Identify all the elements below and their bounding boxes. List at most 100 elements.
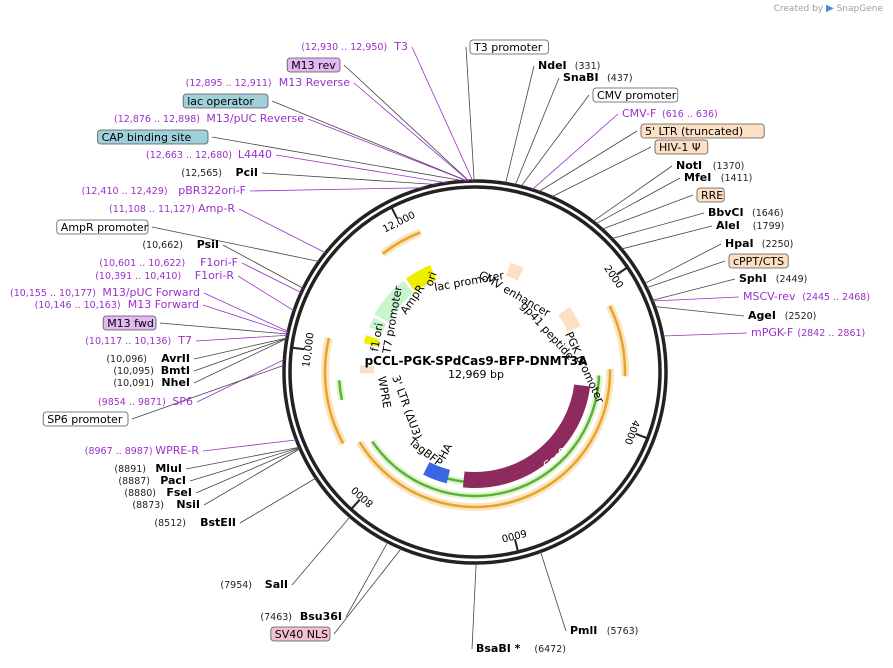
- mfei-range: (1411): [721, 173, 753, 184]
- annotation-m13fwd: M13 fwd: [102, 315, 157, 331]
- leader-bsu36i: [345, 541, 389, 618]
- alei-name: AleI: [716, 219, 740, 232]
- leader-mfei: [595, 177, 681, 225]
- annotation-t3: T3(12,930 .. 12,950): [301, 40, 408, 53]
- leader-f1orir: [237, 275, 295, 312]
- annotation-alei: AleI(1799): [716, 219, 784, 232]
- leader-sv40: [333, 548, 402, 635]
- annotation-t7: T7(10,117 .. 10,136): [85, 334, 192, 347]
- t3-name: T3: [393, 40, 408, 53]
- msvc-name: MSCV-rev: [743, 290, 796, 303]
- leader-sali: [291, 516, 351, 586]
- wprer-range: (8967 .. 8987): [85, 446, 153, 457]
- leader-t3: [411, 46, 474, 182]
- annotation-fsei: FseI (8880): [124, 486, 192, 499]
- cmv-arc: [479, 257, 508, 276]
- pcii-name: PciI: [236, 166, 258, 179]
- lacop-label: lac operator: [187, 95, 254, 108]
- track-orange-2: [358, 369, 612, 509]
- t7-range: (10,117 .. 10,136): [85, 336, 171, 347]
- fsei-range: (8880): [124, 488, 156, 499]
- leader-noti: [592, 165, 673, 222]
- leader-fsei: [195, 447, 301, 494]
- ndei-name: NdeI: [538, 59, 567, 72]
- ruler-label-10000: 10,000: [301, 332, 317, 368]
- mlui-range: (8891): [114, 464, 146, 475]
- leader-sphi: [651, 278, 736, 301]
- annotation-sp6prom: SP6 promoter: [42, 411, 129, 427]
- f1orif-name: F1ori-F: [200, 256, 238, 269]
- leader-paci: [189, 447, 300, 482]
- annotation-lacop: lac operator: [182, 93, 269, 109]
- l4440-range: (12,663 .. 12,680): [146, 150, 232, 161]
- annotation-m13rev: M13 rev: [286, 57, 341, 73]
- annotation-avrii: AvrII(10,096): [106, 352, 190, 365]
- f1orir-name: F1ori-R: [195, 269, 235, 282]
- annotation-bbvci: BbvCI(1646): [708, 206, 784, 219]
- noti-range: (1370): [713, 161, 745, 172]
- leader-t7: [195, 334, 288, 342]
- leader-m13pucf: [203, 292, 289, 333]
- leader-l4440: [275, 154, 448, 184]
- leader-sp6prom: [131, 364, 285, 420]
- sv40-tag-box: [270, 626, 331, 642]
- annotation-ndei: NdeI(331): [538, 59, 600, 72]
- cmvprom-label: CMV promoter: [597, 89, 677, 102]
- wpre-arc: [362, 392, 385, 422]
- annotation-hiv: HIV-1 Ψ: [654, 139, 709, 155]
- snabi-range: (437): [607, 73, 633, 84]
- annotation-cap: CAP binding site: [97, 129, 209, 145]
- annotation-wprer: WPRE-R(8967 .. 8987): [85, 444, 200, 457]
- annotation-pcii: PciI (12,565): [181, 166, 258, 179]
- nhei-range: (10,091): [113, 378, 154, 389]
- annotation-mpgk: mPGK-F(2842 .. 2861): [751, 326, 865, 339]
- mpgk-name: mPGK-F: [751, 326, 793, 339]
- amprprom-tag-box: [56, 219, 149, 235]
- leader-nhei: [193, 338, 288, 384]
- m13fwd-label: M13 fwd: [107, 317, 154, 330]
- ori-arc: [405, 265, 437, 292]
- leader-m13reverse: [353, 82, 470, 182]
- wprer-name: WPRE-R: [155, 444, 199, 457]
- t3prom-tag-box: [469, 39, 549, 55]
- annotation-noti: NotI (1370): [676, 159, 744, 172]
- fsei-name: FseI: [166, 486, 192, 499]
- leader-t3prom: [465, 46, 475, 182]
- hpai-name: HpaI: [725, 237, 754, 250]
- msvc-range: (2445 .. 2468): [802, 292, 870, 303]
- mfei-name: MfeI: [684, 171, 711, 184]
- pbr-name: pBR322ori-F: [178, 184, 246, 197]
- hiv-tag-box: [654, 139, 709, 155]
- annotation-sphi: SphI(2449): [739, 272, 807, 285]
- leader-m13f: [202, 304, 289, 334]
- track-green-6: [338, 380, 344, 401]
- leader-snabi: [514, 77, 560, 186]
- noti-name: NotI: [676, 159, 702, 172]
- leader-wprer: [202, 439, 297, 452]
- m13pucf-range: (10,155 .. 10,177): [10, 288, 96, 299]
- ruler-tick-12000: [390, 206, 399, 220]
- bbvci-range: (1646): [752, 208, 784, 219]
- cmvf-range: (616 .. 636): [662, 109, 718, 120]
- annotation-cppt: cPPT/CTS: [728, 253, 789, 269]
- annotation-m13puc: M13/pUC Reverse(12,876 .. 12,898): [114, 112, 304, 125]
- annotation-msvc: MSCV-rev (2445 .. 2468): [743, 290, 870, 303]
- ampr_f-name: Amp-R: [198, 202, 235, 215]
- f1ori-arc: [369, 317, 387, 333]
- inner-label-ltr3: 3' LTR (ΔU3): [389, 374, 424, 442]
- m13f-name: M13 Forward: [128, 298, 199, 311]
- pcii-range: (12,565): [181, 168, 222, 179]
- leader-bsteii: [239, 477, 317, 524]
- annotation-pbr: pBR322ori-F(12,410 .. 12,429): [82, 184, 246, 197]
- leader-ampr_f: [238, 208, 326, 254]
- leader-cmvprom: [520, 94, 590, 187]
- t7-arc: [363, 335, 380, 347]
- m13rev-tag-box: [286, 57, 341, 73]
- ruler-tick-6000: [514, 539, 519, 553]
- track-orange-5: [323, 337, 345, 445]
- bmti-range: (10,095): [113, 366, 154, 377]
- annotation-f1orir: F1ori-R(10,391 .. 10,410): [95, 269, 234, 282]
- leader-cmvf: [531, 113, 619, 191]
- leader-pcii: [261, 172, 438, 186]
- m13fwd-tag-box: [102, 315, 157, 331]
